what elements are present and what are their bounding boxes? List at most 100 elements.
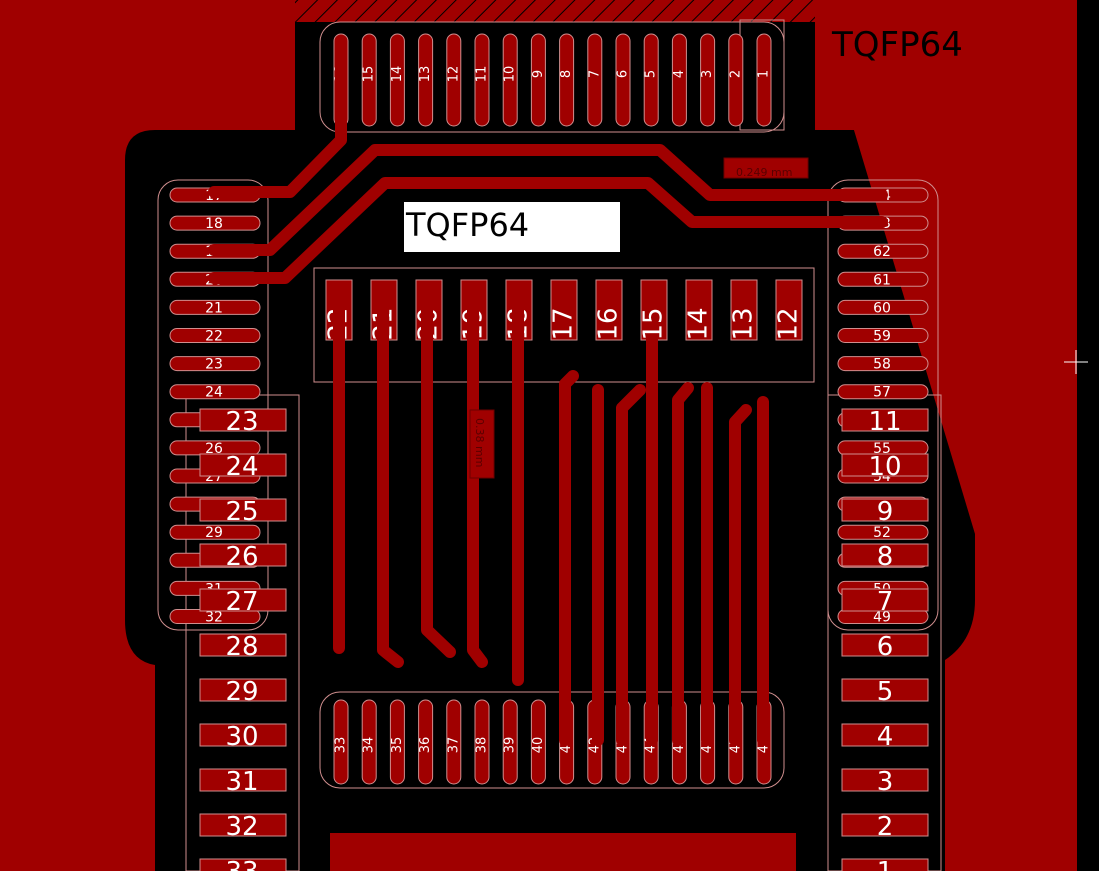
header-pad[interactable]: [595, 279, 623, 341]
tqfp-pad[interactable]: [446, 33, 462, 127]
tqfp-pad[interactable]: [389, 33, 405, 127]
header-pad[interactable]: [199, 813, 287, 837]
tqfp-pad[interactable]: [446, 699, 462, 785]
tqfp-pad[interactable]: [333, 699, 349, 785]
header-pad[interactable]: [841, 498, 929, 522]
header-pad[interactable]: [841, 723, 929, 747]
tqfp-pad[interactable]: [418, 699, 434, 785]
header-pin-label: 10: [868, 452, 901, 482]
routed-traces[interactable]: [208, 54, 888, 746]
header-pad[interactable]: [199, 678, 287, 702]
header-pin-label: 32: [225, 812, 258, 842]
header-pin-label: 13: [729, 307, 759, 340]
tqfp-pin-label: 24: [205, 385, 223, 401]
header-pad[interactable]: [199, 723, 287, 747]
tqfp-pad[interactable]: [643, 33, 659, 127]
tqfp-pad[interactable]: [169, 384, 261, 400]
tqfp-pad[interactable]: [169, 299, 261, 315]
header-pad[interactable]: [199, 768, 287, 792]
tqfp-pad[interactable]: [502, 33, 518, 127]
header-pin-label: 24: [225, 452, 258, 482]
header-pad[interactable]: [841, 813, 929, 837]
component-title-top-right: TQFP64: [831, 25, 963, 65]
header-pad[interactable]: [775, 279, 803, 341]
tqfp-pad[interactable]: [615, 33, 631, 127]
header-pad[interactable]: [730, 279, 758, 341]
tqfp-pin-label: 35: [390, 737, 405, 754]
tqfp-pad[interactable]: [756, 33, 772, 127]
tqfp-pin-label: 15: [362, 66, 377, 83]
tqfp-pin-label: 34: [362, 737, 377, 754]
tqfp-pad[interactable]: [671, 33, 687, 127]
tqfp-pad[interactable]: [587, 33, 603, 127]
header-pad[interactable]: [199, 408, 287, 432]
tqfp-pin-label: 39: [503, 737, 518, 754]
tqfp-pad[interactable]: [837, 384, 929, 400]
header-pad[interactable]: [841, 678, 929, 702]
tqfp-pad[interactable]: [361, 33, 377, 127]
tqfp-pin-label: 55: [873, 441, 891, 457]
tqfp-pad[interactable]: [837, 271, 929, 287]
header-pad[interactable]: [841, 453, 929, 477]
header-pad[interactable]: [199, 498, 287, 522]
tqfp-pad[interactable]: [474, 699, 490, 785]
tqfp-pad[interactable]: [559, 33, 575, 127]
header-pad[interactable]: [841, 543, 929, 567]
tqfp-pad[interactable]: [700, 33, 716, 127]
tqfp-pad[interactable]: [837, 299, 929, 315]
header-pad[interactable]: [199, 543, 287, 567]
tqfp-pad[interactable]: [169, 328, 261, 343]
tqfp-pad[interactable]: [837, 524, 929, 540]
tqfp-pad[interactable]: [837, 356, 929, 372]
tqfp-pin-label: 21: [205, 300, 223, 316]
header-pad[interactable]: [841, 858, 929, 871]
tqfp-pad[interactable]: [169, 356, 261, 372]
tqfp-pad[interactable]: [418, 33, 434, 127]
tqfp-pad[interactable]: [474, 33, 490, 127]
header-pin-label: 28: [225, 632, 258, 662]
tqfp-pad[interactable]: [169, 215, 261, 231]
tqfp-pin-label: 5: [644, 70, 659, 78]
tqfp-pin-label: 59: [873, 329, 891, 345]
tqfp-pin-label: 61: [873, 272, 891, 288]
header-pin-label: 16: [594, 307, 624, 340]
header-pad[interactable]: [841, 408, 929, 432]
tqfp-pad[interactable]: [837, 243, 929, 259]
header-pad[interactable]: [199, 633, 287, 657]
header-pin-label: 2: [877, 812, 894, 842]
header-pad[interactable]: [199, 588, 287, 612]
header-pin-label: 8: [877, 542, 894, 572]
header-pin-label: 31: [225, 767, 258, 797]
tqfp-pad[interactable]: [361, 699, 377, 785]
header-pin-label: 27: [225, 587, 258, 617]
tqfp-pin-label: 12: [446, 66, 461, 83]
header-pin-label: 7: [877, 587, 894, 617]
tqfp-pad[interactable]: [530, 699, 546, 785]
header-pad[interactable]: [841, 768, 929, 792]
label-box: [404, 202, 620, 252]
tqfp-pad[interactable]: [837, 328, 929, 343]
header-pad[interactable]: [841, 588, 929, 612]
header-pad[interactable]: [550, 279, 578, 341]
header-pad[interactable]: [199, 858, 287, 871]
tqfp-pad[interactable]: [169, 524, 261, 540]
header-pad[interactable]: [199, 453, 287, 477]
tqfp-pad[interactable]: [502, 699, 518, 785]
header-pin-label: 29: [225, 677, 258, 707]
header-pad[interactable]: [685, 279, 713, 341]
header-pin-label: 14: [684, 307, 714, 340]
tqfp-pin-label: 23: [205, 357, 223, 373]
tqfp-pin-label: 57: [873, 385, 891, 401]
tqfp-pad[interactable]: [389, 699, 405, 785]
tqfp-pin-label: 38: [475, 737, 490, 754]
tqfp-pad[interactable]: [728, 33, 744, 127]
tqfp-pin-label: 26: [205, 441, 223, 457]
tqfp-pad[interactable]: [530, 33, 546, 127]
header-pad[interactable]: [841, 633, 929, 657]
dimension-box-horizontal: [723, 157, 809, 179]
tqfp-pin-label: 9: [531, 70, 546, 78]
tqfp-pin-label: 60: [873, 300, 891, 316]
